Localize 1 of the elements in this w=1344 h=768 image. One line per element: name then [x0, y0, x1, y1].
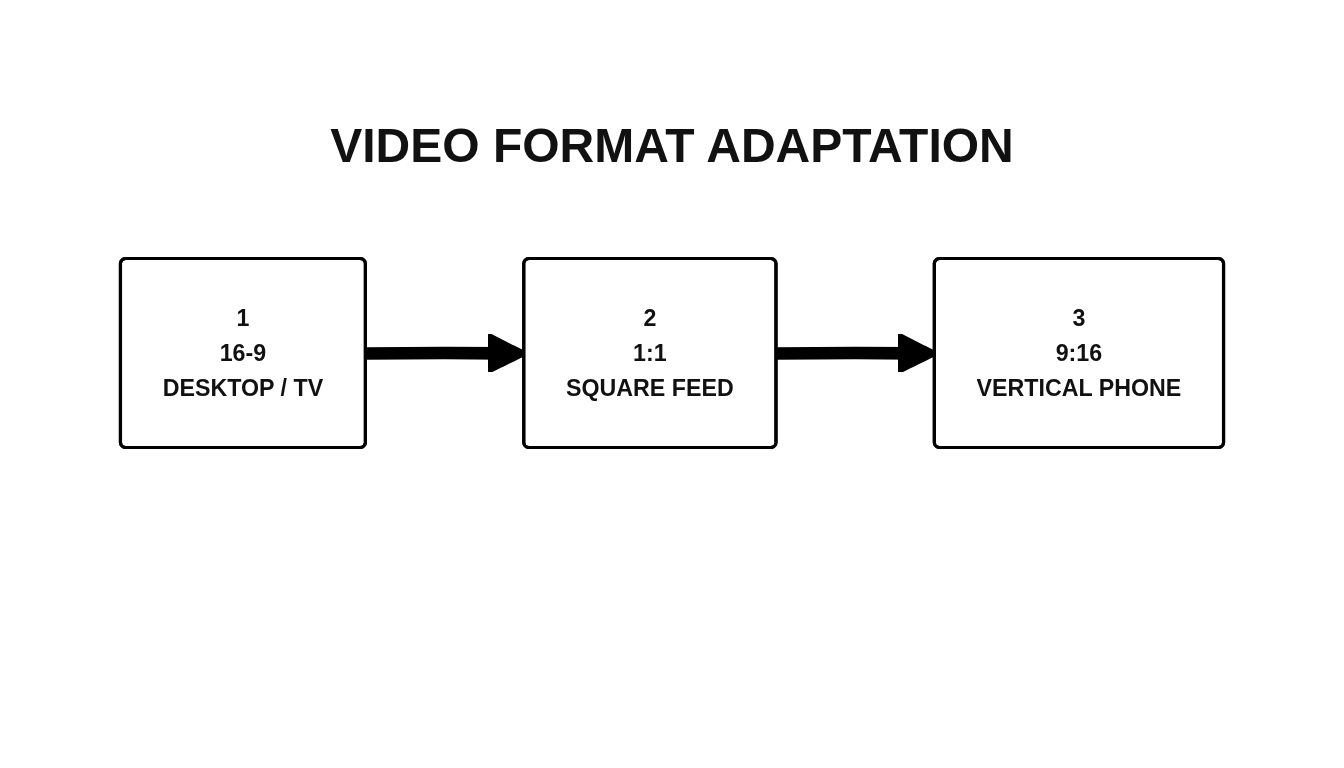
- diagram-title: VIDEO FORMAT ADAPTATION: [330, 118, 1014, 173]
